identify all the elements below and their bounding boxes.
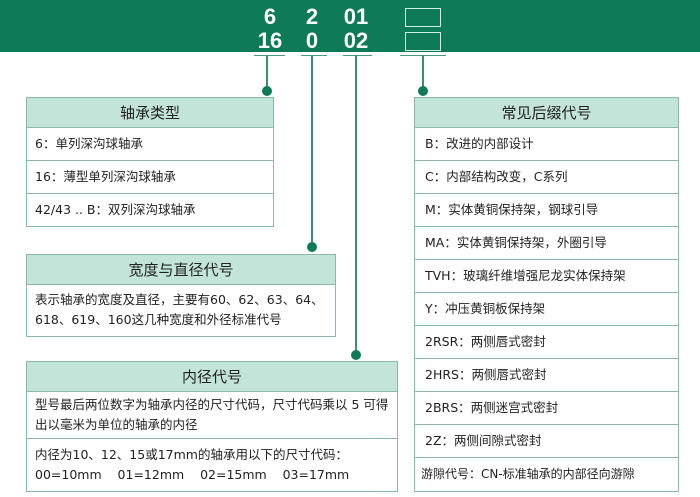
underline [254,55,285,56]
bore-codes: 00=10mm 01=12mm 02=15mm 03=17mm [35,467,350,482]
code-series-2: 0 [305,28,319,53]
list-item: 游隙代号：CN-标准轴承的内部径向游隙 [421,467,635,481]
bore-codes-block: 内径为10、12、15或17mm的轴承用以下的尺寸代码： 00=10mm 01=… [27,439,397,491]
list-item: M：实体黄铜保持架，钢球引导 [415,194,678,227]
width-diameter-title: 宽度与直径代号 [27,255,335,285]
list-item: B：改进的内部设计 [415,128,678,161]
list-item: 6：单列深沟球轴承 [27,128,273,161]
list-item: 2RSR：两侧唇式密封 [415,326,678,359]
list-item: 2BRS：两侧迷宫式密封 [415,392,678,425]
connector [355,55,357,355]
underline [301,55,327,56]
suffix-title: 常见后缀代号 [415,98,678,128]
underline [343,55,372,56]
bore-box: 内径代号 型号最后两位数字为轴承内径的尺寸代码，尺寸代码乘以 5 可得出以毫米为… [26,361,398,492]
bearing-type-title: 轴承类型 [27,98,273,128]
connector [311,55,313,247]
suffix-placeholder-1 [405,8,441,27]
code-series-1: 2 [305,4,319,29]
connector-dot [307,242,317,252]
code-bore-1: 01 [343,4,369,29]
bore-codes-intro: 内径为10、12、15或17mm的轴承用以下的尺寸代码： [35,447,348,462]
list-item: C：内部结构改变，C系列 [415,161,678,194]
list-item: MA：实体黄铜保持架，外圈引导 [415,227,678,260]
width-diameter-text: 表示轴承的宽度及直径，主要有60、62、63、64、618、619、160这几种… [35,292,324,327]
list-item: Y：冲压黄铜板保持架 [415,293,678,326]
connector-dot [418,86,428,96]
bore-title: 内径代号 [27,362,397,392]
width-diameter-box: 宽度与直径代号 表示轴承的宽度及直径，主要有60、62、63、64、618、61… [26,254,336,337]
code-type-1: 6 [263,4,277,29]
connector-dot [262,86,272,96]
code-bore-2: 02 [343,28,369,53]
connector-dot [351,350,361,360]
bore-text: 型号最后两位数字为轴承内径的尺寸代码，尺寸代码乘以 5 可得出以毫米为单位的轴承… [27,392,397,439]
list-item: TVH：玻璃纤维增强尼龙实体保持架 [415,260,678,293]
connector [422,55,424,91]
suffix-placeholder-2 [405,32,441,51]
list-item: 42/43 .. B：双列深沟球轴承 [35,202,196,217]
header-bar: 6 16 2 0 01 02 [0,0,700,53]
connector [266,55,268,91]
bearing-type-box: 轴承类型 6：单列深沟球轴承 16：薄型单列深沟球轴承 42/43 .. B：双… [26,97,274,227]
list-item: 16：薄型单列深沟球轴承 [27,161,273,194]
list-item: 2HRS：两侧唇式密封 [415,359,678,392]
suffix-box: 常见后缀代号 B：改进的内部设计 C：内部结构改变，C系列 M：实体黄铜保持架，… [414,97,679,492]
code-type-2: 16 [257,28,283,53]
list-item: 2Z：两侧间隙式密封 [415,425,678,458]
